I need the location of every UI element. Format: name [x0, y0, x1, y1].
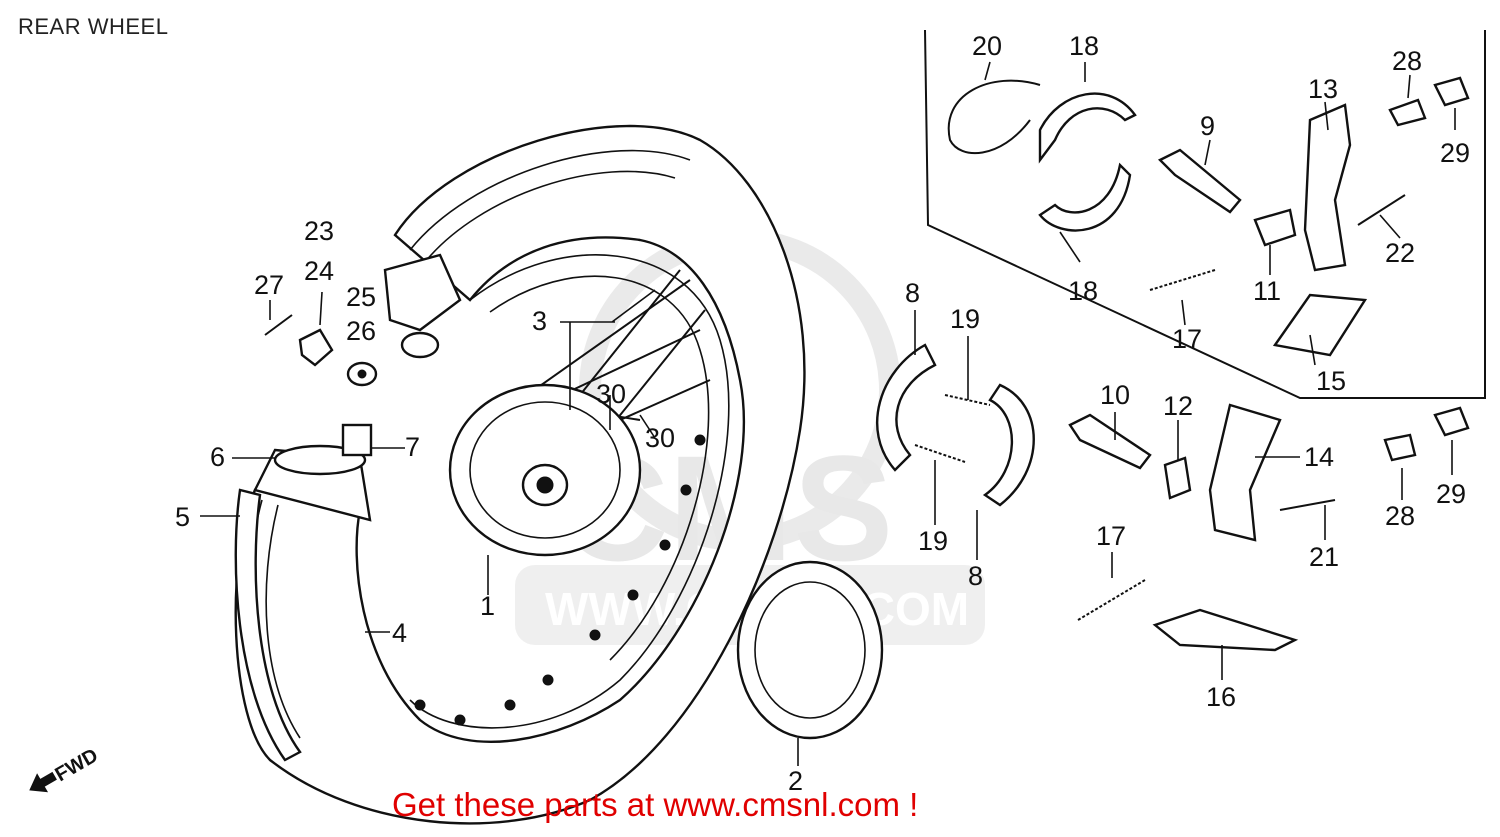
callout-2: 2: [788, 766, 803, 796]
brake-panel-ring: [736, 560, 884, 740]
callout-18-lower: 18: [1068, 276, 1098, 306]
callout-21: 21: [1309, 542, 1339, 572]
callout-8-lower: 8: [968, 561, 983, 591]
callout-30-upper: 30: [596, 379, 626, 409]
brake-shoes: [876, 343, 1035, 507]
callout-16: 16: [1206, 682, 1236, 712]
callout-11: 11: [1253, 276, 1281, 306]
callout-26: 26: [346, 316, 376, 346]
callout-28: 28: [1392, 46, 1422, 76]
callout-10: 10: [1100, 380, 1130, 410]
callout-24: 24: [304, 256, 334, 286]
diagram-title: REAR WHEEL: [18, 14, 169, 39]
callout-29-lower: 29: [1436, 479, 1466, 509]
callout-23: 23: [304, 216, 334, 246]
callout-7: 7: [405, 432, 420, 462]
callout-19-lower: 19: [918, 526, 948, 556]
callout-13: 13: [1308, 74, 1338, 104]
callout-3: 3: [532, 306, 547, 336]
callout-27: 27: [254, 270, 284, 300]
fwd-arrow: FWD: [29, 744, 102, 793]
tube: [234, 423, 373, 762]
leader-lines: [200, 61, 1456, 766]
callout-17-upper: 17: [1172, 324, 1202, 354]
callout-30-lower: 30: [645, 423, 675, 453]
callout-numbers: 20 18 28 13 9 29 23 24 27 25 26 3 30 30 …: [175, 31, 1470, 796]
callout-1: 1: [480, 591, 495, 621]
brake-kit-frame: [924, 29, 1486, 399]
springs-19: [914, 394, 991, 463]
hub: [448, 383, 642, 557]
callout-9: 9: [1200, 111, 1215, 141]
callout-6: 6: [210, 442, 225, 472]
callout-18: 18: [1069, 31, 1099, 61]
callout-15: 15: [1316, 366, 1346, 396]
callout-29: 29: [1440, 138, 1470, 168]
callout-5: 5: [175, 502, 190, 532]
upper-brake-kit: [947, 79, 1137, 232]
valve-parts: [264, 253, 462, 387]
callout-17-lower: 17: [1096, 521, 1126, 551]
callout-19-upper: 19: [950, 304, 980, 334]
footer-link-text[interactable]: Get these parts at www.cmsnl.com !: [392, 786, 919, 823]
callout-22: 22: [1385, 238, 1415, 268]
callout-8-upper: 8: [905, 278, 920, 308]
callout-28-lower: 28: [1385, 501, 1415, 531]
callout-25: 25: [346, 282, 376, 312]
rim: [409, 254, 730, 729]
lower-small-parts: [1068, 403, 1470, 652]
callout-20: 20: [972, 31, 1002, 61]
fwd-label: FWD: [51, 744, 101, 786]
callout-12: 12: [1163, 391, 1193, 421]
callout-4: 4: [392, 618, 407, 648]
upper-small-parts: [1149, 76, 1470, 357]
callout-14: 14: [1304, 442, 1334, 472]
